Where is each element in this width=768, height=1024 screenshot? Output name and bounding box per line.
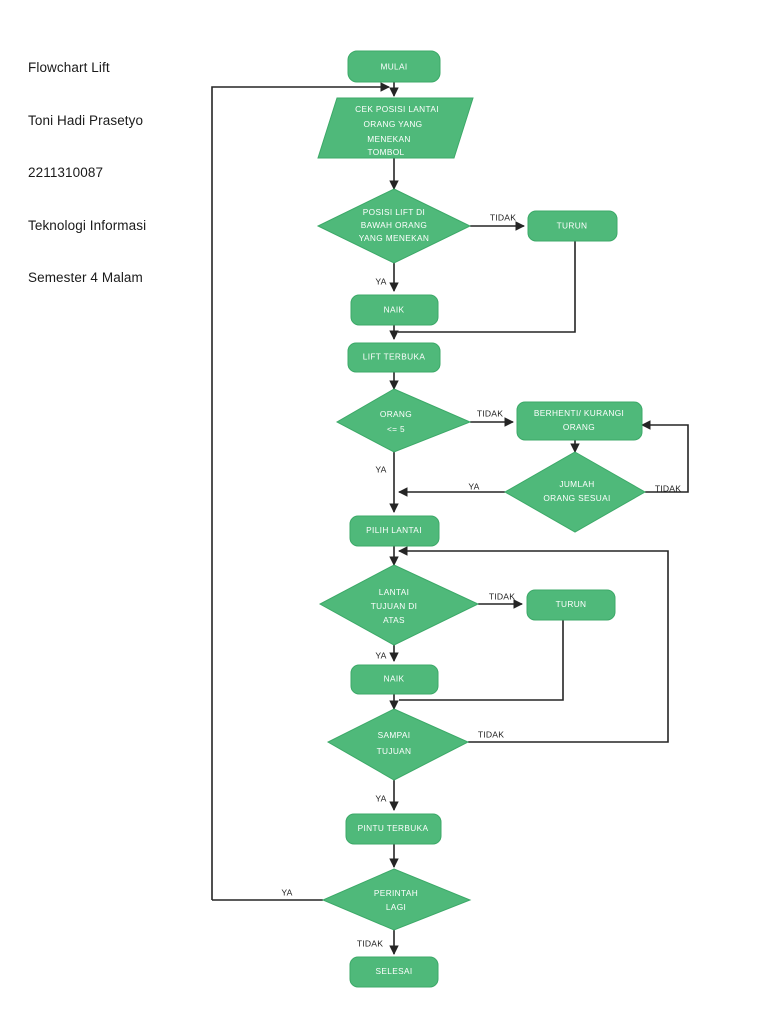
node-turun-1-label: TURUN — [557, 221, 588, 231]
node-selesai-shape — [349, 956, 439, 988]
node-jumlah-orang[interactable]: JUMLAH ORANG SESUAI — [503, 451, 647, 533]
edge-perintah-ya-return — [211, 82, 390, 900]
edge-label-posisi-tidak: TIDAK — [490, 212, 516, 222]
edge-label-lantaiatas-tidak: TIDAK — [489, 591, 515, 601]
node-naik-1-shape — [350, 294, 439, 326]
node-turun-2-shape — [526, 589, 616, 621]
node-mulai[interactable]: MULAI — [347, 50, 441, 83]
node-turun-1-shape — [527, 210, 618, 242]
node-lift-terbuka[interactable]: LIFT TERBUKA — [347, 342, 441, 373]
edge-turun1-to-junction — [398, 241, 576, 333]
node-posisi-lift-line-1: POSISI LIFT DI — [363, 207, 425, 217]
header-line-semester: Semester 4 Malam — [28, 270, 143, 285]
edge-label-posisi-ya: YA — [375, 276, 386, 286]
node-jumlah-orang-line-1: JUMLAH — [559, 479, 594, 489]
header-line-program: Teknologi Informasi — [28, 217, 147, 233]
node-orang-5-shape — [335, 388, 472, 453]
node-orang-5[interactable]: ORANG <= 5 — [335, 388, 472, 453]
node-lantai-tujuan-atas-line-3: ATAS — [383, 615, 405, 625]
node-naik-2-shape — [350, 664, 439, 695]
node-mulai-label: MULAI — [380, 62, 407, 72]
node-selesai-label: SELESAI — [375, 966, 412, 976]
edge-label-sampai-tidak: TIDAK — [478, 729, 504, 739]
node-berhenti-kurangi-line-1: BERHENTI/ KURANGI — [534, 408, 624, 418]
node-naik-2[interactable]: NAIK — [350, 664, 439, 695]
node-jumlah-orang-shape — [503, 451, 647, 533]
node-pintu-terbuka-shape — [345, 813, 442, 845]
node-sampai-tujuan-line-2: TUJUAN — [377, 746, 412, 756]
node-berhenti-kurangi-line-2: ORANG — [563, 422, 595, 432]
node-pilih-lantai-label: PILIH LANTAI — [366, 525, 422, 535]
node-cek-posisi-shape — [317, 97, 474, 159]
edge-label-orang5-ya: YA — [375, 464, 386, 474]
node-pintu-terbuka[interactable]: PINTU TERBUKA — [345, 813, 442, 845]
node-naik-1[interactable]: NAIK — [350, 294, 439, 326]
node-cek-posisi-line-4: TOMBOL — [368, 147, 405, 157]
node-lift-terbuka-label: LIFT TERBUKA — [363, 352, 426, 362]
node-jumlah-orang-line-2: ORANG SESUAI — [543, 493, 610, 503]
node-pilih-lantai-shape — [349, 515, 440, 547]
edge-turun2-to-junction — [399, 620, 564, 701]
edge-label-jumlah-ya: YA — [468, 481, 479, 491]
node-cek-posisi[interactable]: CEK POSISI LANTAI ORANG YANG MENEKAN TOM… — [317, 97, 474, 159]
node-berhenti-kurangi[interactable]: BERHENTI/ KURANGI ORANG — [516, 401, 643, 441]
node-sampai-tujuan-line-1: SAMPAI — [378, 730, 411, 740]
node-berhenti-kurangi-shape — [516, 401, 643, 441]
node-cek-posisi-line-2: ORANG YANG — [364, 119, 423, 129]
node-mulai-shape — [347, 50, 441, 83]
node-perintah-lagi-line-2: LAGI — [386, 902, 406, 912]
header-line-id: 2211310087 — [28, 165, 104, 180]
node-naik-1-label: NAIK — [384, 305, 405, 315]
node-sampai-tujuan-shape — [326, 708, 470, 781]
node-sampai-tujuan[interactable]: SAMPAI TUJUAN — [326, 708, 470, 781]
node-perintah-lagi-line-1: PERINTAH — [374, 888, 418, 898]
node-posisi-lift[interactable]: POSISI LIFT DI BAWAH ORANG YANG MENEKAN — [316, 188, 472, 264]
edge-jumlah-tidak-loop — [641, 420, 689, 493]
edge-label-lantaiatas-ya: YA — [375, 650, 386, 660]
node-lift-terbuka-shape — [347, 342, 441, 373]
node-lantai-tujuan-atas[interactable]: LANTAI TUJUAN DI ATAS — [318, 564, 480, 646]
node-cek-posisi-line-3: MENEKAN — [367, 134, 410, 144]
node-posisi-lift-shape — [316, 188, 472, 264]
edge-sampai-tidak-loop — [398, 546, 669, 743]
node-perintah-lagi-shape — [321, 868, 472, 931]
node-posisi-lift-line-3: YANG MENEKAN — [359, 233, 429, 243]
node-selesai[interactable]: SELESAI — [349, 956, 439, 988]
node-orang-5-line-2: <= 5 — [387, 424, 405, 434]
edge-label-perintah-tidak: TIDAK — [357, 938, 383, 948]
node-lantai-tujuan-atas-line-1: LANTAI — [379, 587, 410, 597]
node-turun-1[interactable]: TURUN — [527, 210, 618, 242]
node-pilih-lantai[interactable]: PILIH LANTAI — [349, 515, 440, 547]
node-orang-5-line-1: ORANG — [380, 409, 412, 419]
edge-label-perintah-ya: YA — [281, 887, 292, 897]
edge-label-sampai-ya: YA — [375, 793, 386, 803]
node-perintah-lagi[interactable]: PERINTAH LAGI — [321, 868, 472, 931]
node-turun-2-label: TURUN — [556, 599, 587, 609]
node-lantai-tujuan-atas-line-2: TUJUAN DI — [371, 601, 417, 611]
node-cek-posisi-line-1: CEK POSISI LANTAI — [355, 104, 439, 114]
node-posisi-lift-line-2: BAWAH ORANG — [361, 220, 427, 230]
edge-label-jumlah-tidak: TIDAK — [655, 483, 681, 493]
header-line-title: Flowchart Lift — [28, 60, 110, 75]
node-lantai-tujuan-atas-shape — [318, 564, 480, 646]
header-line-author: Toni Hadi Prasetyo — [28, 112, 144, 128]
node-pintu-terbuka-label: PINTU TERBUKA — [358, 823, 429, 833]
node-naik-2-label: NAIK — [384, 674, 405, 684]
node-turun-2[interactable]: TURUN — [526, 589, 616, 621]
document-header: Flowchart Lift Toni Hadi Prasetyo 221131… — [28, 24, 146, 322]
edge-label-orang5-tidak: TIDAK — [477, 408, 503, 418]
